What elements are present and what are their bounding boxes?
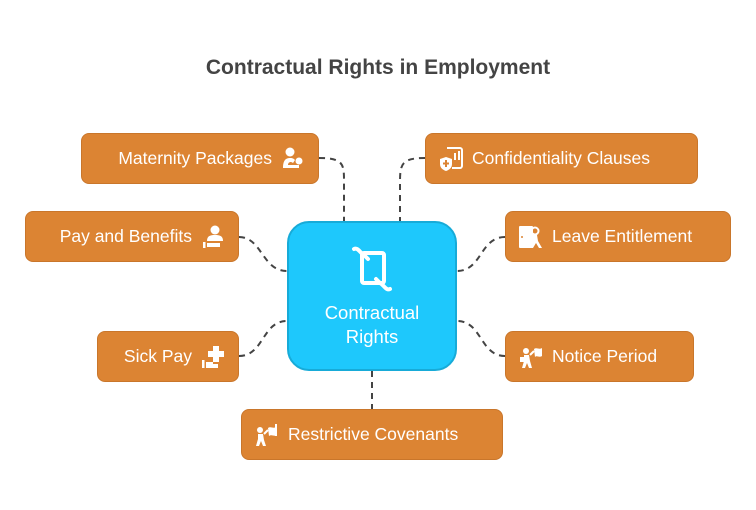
node-label: Sick Pay bbox=[123, 346, 192, 366]
person-exit-door-icon bbox=[518, 224, 544, 250]
node-notice-period[interactable]: Notice Period bbox=[505, 331, 694, 382]
center-node-contractual-rights[interactable]: Contractual Rights bbox=[287, 221, 457, 371]
node-sick-pay[interactable]: Sick Pay bbox=[97, 331, 239, 382]
node-pay-and-benefits[interactable]: Pay and Benefits bbox=[25, 211, 239, 262]
center-label-line2: Rights bbox=[345, 326, 399, 347]
center-label-line1: Contractual bbox=[324, 302, 420, 323]
connector-pay bbox=[238, 236, 288, 272]
shield-document-icon bbox=[438, 146, 464, 172]
connector-confidentiality bbox=[399, 157, 426, 221]
node-label: Leave Entitlement bbox=[552, 226, 693, 246]
node-label: Maternity Packages bbox=[118, 148, 272, 168]
person-hand-icon bbox=[200, 224, 226, 250]
contract-handshake-icon bbox=[346, 243, 398, 295]
person-flag-icon bbox=[254, 422, 280, 448]
diagram-title: Contractual Rights in Employment bbox=[205, 56, 551, 79]
node-label: Pay and Benefits bbox=[59, 226, 192, 246]
node-leave-entitlement[interactable]: Leave Entitlement bbox=[505, 211, 731, 262]
node-confidentiality-clauses[interactable]: Confidentiality Clauses bbox=[425, 133, 698, 184]
node-label: Restrictive Covenants bbox=[288, 424, 459, 444]
connector-maternity bbox=[318, 157, 346, 221]
connector-notice bbox=[456, 320, 506, 357]
node-maternity-packages[interactable]: Maternity Packages bbox=[81, 133, 319, 184]
node-label: Confidentiality Clauses bbox=[472, 148, 651, 168]
connector-leave bbox=[456, 236, 506, 272]
medical-cross-hand-icon bbox=[200, 344, 226, 370]
person-flag-icon bbox=[518, 344, 544, 370]
connector-sick bbox=[238, 320, 288, 357]
node-restrictive-covenants[interactable]: Restrictive Covenants bbox=[241, 409, 503, 460]
mother-baby-icon bbox=[280, 146, 306, 172]
node-label: Notice Period bbox=[552, 346, 658, 366]
